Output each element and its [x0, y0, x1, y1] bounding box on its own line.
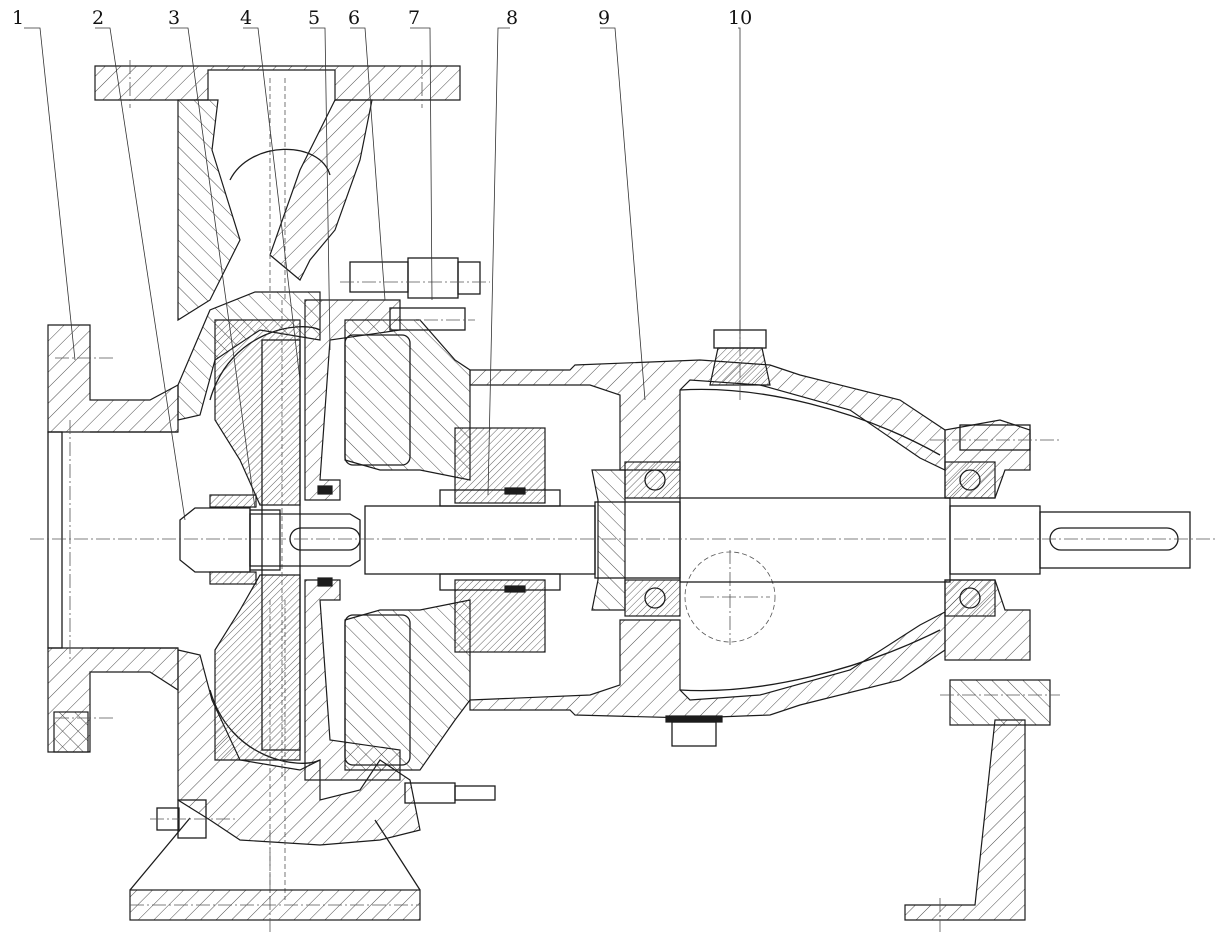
leader-lines — [24, 27, 741, 521]
callout-8: 8 — [506, 7, 518, 29]
pump-shaft — [249, 497, 1191, 583]
bearing-end-cover — [930, 419, 1060, 661]
casing-cover — [304, 299, 471, 781]
callout-9: 9 — [598, 7, 610, 29]
casing-foot — [129, 817, 421, 932]
bearing-bracket — [469, 359, 946, 719]
callout-10: 10 — [728, 7, 752, 29]
callout-1: 1 — [12, 7, 24, 29]
suction-flange — [47, 324, 179, 753]
drain-plug — [150, 799, 235, 839]
callout-labels: 1 2 3 4 5 6 7 8 9 10 — [12, 7, 752, 29]
callout-5: 5 — [308, 7, 320, 29]
support-foot — [904, 679, 1060, 932]
callout-7: 7 — [408, 7, 420, 29]
mechanical-seal — [317, 427, 561, 653]
impeller — [214, 300, 301, 780]
callout-3: 3 — [168, 7, 180, 29]
callout-4: 4 — [240, 7, 252, 29]
oil-drain-plug — [665, 715, 723, 747]
gland-bolts — [340, 257, 496, 804]
impeller-nut — [179, 494, 281, 585]
callout-2: 2 — [92, 7, 104, 29]
callout-6: 6 — [348, 7, 360, 29]
